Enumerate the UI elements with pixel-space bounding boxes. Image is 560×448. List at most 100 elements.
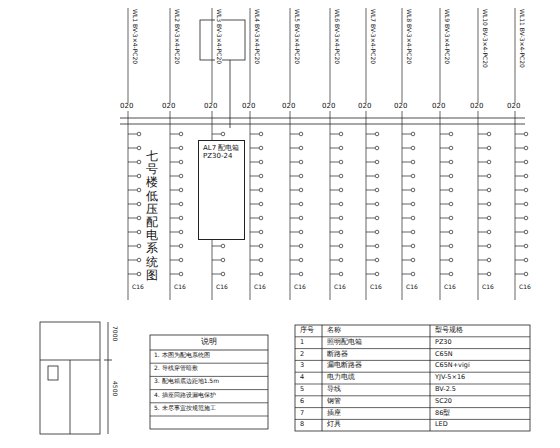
breaker-symbol [375, 216, 379, 220]
dimension-text: 4500 [111, 380, 118, 397]
table-cell: 名称 [326, 327, 342, 334]
branch-tick [290, 274, 299, 275]
breaker-type: C16 [443, 284, 457, 291]
branch-tick [366, 246, 375, 247]
branch-tick [128, 260, 137, 261]
breaker-symbol [339, 132, 343, 136]
branch-tick [290, 232, 299, 233]
table-cell: 灯具 [326, 421, 342, 428]
branch-tick [330, 232, 339, 233]
breaker-symbol [449, 230, 453, 234]
branch-tick [330, 176, 339, 177]
branch-tick [250, 274, 259, 275]
breaker-symbol [411, 202, 415, 206]
material-table [295, 325, 530, 431]
circuit-label: WL5 BV-3×4-PC20 [293, 8, 300, 65]
breaker-symbol [524, 174, 528, 178]
breaker-symbol [179, 230, 183, 234]
breaker-rating: 020 [357, 103, 372, 111]
branch-tick [440, 260, 449, 261]
breaker-symbol [524, 202, 528, 206]
breaker-symbol [259, 202, 263, 206]
breaker-symbol [137, 258, 141, 262]
branch-tick [515, 232, 524, 233]
table-cell: 7 [299, 410, 305, 417]
breaker-symbol [179, 146, 183, 150]
branch-tick [515, 176, 524, 177]
feeder-line [366, 8, 367, 300]
breaker-symbol [179, 244, 183, 248]
breaker-symbol [411, 230, 415, 234]
branch-tick [366, 274, 375, 275]
branch-tick [402, 274, 411, 275]
breaker-symbol [524, 160, 528, 164]
breaker-type: C16 [293, 284, 307, 291]
breaker-symbol [299, 160, 303, 164]
breaker-type: C16 [481, 284, 495, 291]
breaker-symbol [259, 272, 263, 276]
meter-box [200, 20, 245, 60]
circuit-label: WL1 BV-3×4-PC20 [131, 8, 138, 65]
branch-tick [250, 162, 259, 163]
branch-tick [515, 162, 524, 163]
breaker-type: C16 [369, 284, 383, 291]
branch-tick [330, 162, 339, 163]
branch-tick [366, 176, 375, 177]
branch-tick [250, 134, 259, 135]
breaker-rating: 020 [281, 103, 296, 111]
branch-tick [440, 246, 449, 247]
breaker-symbol [487, 132, 491, 136]
note-text: 5. 未尽事宜按规范施工 [153, 405, 217, 412]
dimension-line [108, 322, 109, 434]
breaker-symbol [487, 258, 491, 262]
table-line [295, 372, 530, 373]
feeder-line [402, 8, 403, 300]
breaker-symbol [524, 188, 528, 192]
branch-tick [330, 148, 339, 149]
branch-tick [290, 148, 299, 149]
branch-tick [478, 162, 487, 163]
breaker-symbol [449, 272, 453, 276]
breaker-symbol [137, 160, 141, 164]
table-line [150, 389, 268, 390]
branch-tick [128, 190, 137, 191]
table-line [295, 395, 530, 396]
branch-tick [440, 176, 449, 177]
breaker-symbol [524, 216, 528, 220]
table-cell: 型号规格 [434, 327, 464, 334]
breaker-symbol [524, 244, 528, 248]
breaker-symbol [411, 272, 415, 276]
breaker-symbol [487, 146, 491, 150]
breaker-symbol [524, 272, 528, 276]
branch-tick [290, 246, 299, 247]
breaker-symbol [137, 188, 141, 192]
branch-tick [170, 232, 179, 233]
branch-tick [170, 134, 179, 135]
breaker-symbol [259, 132, 263, 136]
branch-tick [366, 148, 375, 149]
branch-tick [170, 162, 179, 163]
table-line [295, 407, 530, 408]
branch-tick [128, 274, 137, 275]
breaker-type: C16 [173, 284, 187, 291]
breaker-rating: 020 [321, 103, 336, 111]
circuit-label: WL8 BV-3×4-PC20 [405, 8, 412, 65]
breaker-symbol [137, 132, 141, 136]
branch-tick [170, 204, 179, 205]
branch-tick [440, 134, 449, 135]
table-line [150, 416, 268, 417]
breaker-symbol [259, 216, 263, 220]
breaker-symbol [487, 160, 491, 164]
incoming-feeder [230, 60, 231, 128]
branch-tick [212, 134, 221, 135]
table-line [295, 419, 530, 420]
feeder-line [478, 8, 479, 300]
branch-tick [478, 176, 487, 177]
branch-tick [478, 246, 487, 247]
branch-tick [440, 232, 449, 233]
table-cell: 5 [299, 386, 305, 393]
breaker-symbol [375, 258, 379, 262]
branch-tick [402, 148, 411, 149]
breaker-symbol [137, 272, 141, 276]
